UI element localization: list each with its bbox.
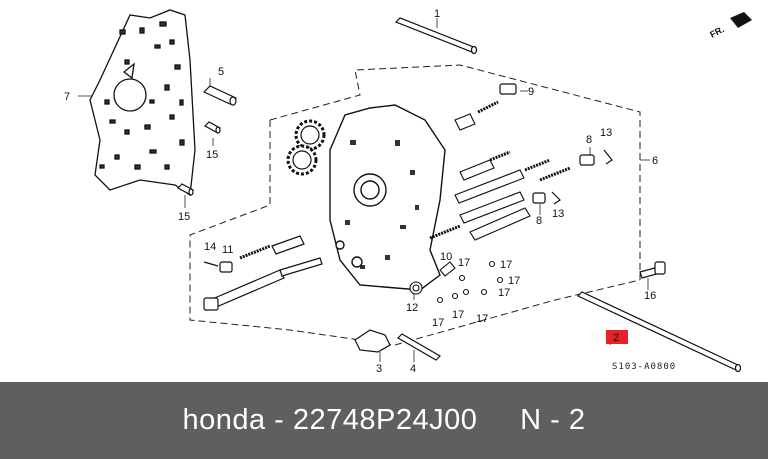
callout-17g: 17: [476, 313, 488, 325]
callout-5: 5: [218, 66, 224, 78]
part-pin-5: [202, 85, 238, 106]
callout-15a: 15: [206, 149, 218, 161]
callout-8b: 8: [536, 215, 542, 227]
callout-2: 2: [613, 332, 619, 344]
part-gear-pair: [286, 119, 326, 176]
callout-13b: 13: [552, 208, 564, 220]
callout-17f: 17: [452, 309, 464, 321]
direction-arrow-icon: [730, 12, 752, 28]
callout-17c: 17: [508, 275, 520, 287]
part-clip-13a: [603, 149, 613, 165]
callout-6: 6: [652, 155, 658, 167]
direction-label: FR.: [708, 24, 725, 40]
callout-15b: 15: [178, 211, 190, 223]
callout-12: 12: [406, 302, 418, 314]
part-valve-body: [329, 104, 446, 291]
callout-11: 11: [222, 244, 233, 256]
callout-8a: 8: [586, 134, 592, 146]
callout-17a: 17: [458, 257, 470, 269]
part-small-items: [409, 260, 504, 304]
callouts: 1 2 3 4 5 6 7 8 8 9 10 11 12 13 13 14 15…: [64, 8, 658, 375]
part-number-text: honda - 22748P24J00 N - 2: [182, 404, 586, 436]
callout-2-highlight: [606, 330, 628, 344]
part-clip-13b: [551, 191, 561, 205]
drawing-code: S103-A0800: [612, 362, 676, 372]
callout-17b: 17: [500, 259, 512, 271]
callout-9: 9: [528, 86, 534, 98]
part-linkage: [203, 235, 323, 311]
part-pin-15b: [177, 183, 194, 196]
callout-13a: 13: [600, 127, 612, 139]
callout-7: 7: [64, 91, 70, 103]
part-separator-plate: [89, 9, 196, 197]
callout-16: 16: [644, 290, 656, 302]
part-sleeve-8b: [532, 192, 546, 204]
callout-4: 4: [410, 363, 416, 375]
assembly-outline: [189, 64, 641, 346]
callout-14: 14: [204, 241, 216, 253]
part-rod-2: [576, 291, 742, 373]
part-valve-spools: [429, 100, 571, 241]
callout-1: 1: [434, 8, 440, 20]
part-bolt-16: [639, 261, 666, 279]
callout-17e: 17: [432, 317, 444, 329]
direction-indicator: FR.: [708, 12, 752, 40]
part-number-banner: honda - 22748P24J00 N - 2: [0, 382, 768, 459]
part-sleeve-8a: [579, 154, 595, 166]
callout-3: 3: [376, 363, 382, 375]
callout-10: 10: [440, 251, 452, 263]
part-block-9: [499, 83, 517, 95]
parts-diagram: FR. 1 2 3 4 5 6 7 8 8 9 10 11 12 13 13 1…: [64, 8, 752, 375]
part-shaft-4: [397, 333, 441, 361]
callout-17d: 17: [498, 287, 510, 299]
part-rod-1: [394, 17, 478, 55]
part-lever-3: [354, 329, 391, 353]
part-pin-15a: [204, 121, 221, 134]
